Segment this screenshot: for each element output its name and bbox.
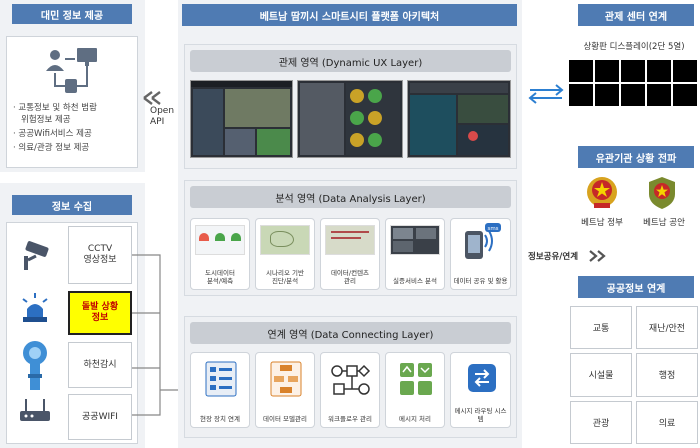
analysis-card-data-sharing-label: 데이터 공유 및 활용 [453,277,508,285]
connect-card-device: 현장 장치 연계 [190,352,250,428]
analysis-card-service-analysis-label: 실증서비스 분석 [393,277,437,285]
water-sensor-icon [23,341,47,390]
connect-card-routing-label: 메시지 라우팅 시스템 [454,407,507,423]
info-sharing-label: 정보공유/연계 [528,252,579,262]
source-incident-label: 돌발 상황 정보 [81,302,119,323]
source-cctv-label: CCTV 영상정보 [83,244,117,265]
control-center-header: 관제 센터 연계 [578,4,694,26]
source-cctv: CCTV 영상정보 [68,226,132,284]
public-data-medical: 의료 [636,400,698,444]
data-model-icon [270,361,302,397]
source-river-label: 하천감시 [83,359,117,370]
public-info-box: · 교통정보 및 하천 범람 위험정보 제공 · 공공Wifi서비스 제공 · … [6,36,138,168]
government-logo-label: 베트남 정부 [581,218,623,228]
public-info-bullet-4: · 의료/관광 정보 제공 [13,143,90,153]
dynamic-ux-title: 관제 영역 (Dynamic UX Layer) [190,50,511,72]
analysis-card-data-management: 데이터/컨텐츠 관리 [320,218,380,290]
public-info-bullet-1: · 교통정보 및 하천 범람 [13,103,97,113]
workflow-icon [331,364,371,395]
connect-card-message: 메시지 처리 [385,352,445,428]
connect-card-device-label: 현장 장치 연계 [199,415,240,423]
smartphone-sms-icon: sms [465,223,501,259]
network-user-icon [46,48,97,93]
connect-card-message-label: 메시지 처리 [399,415,431,423]
government-emblem-icon [587,177,617,208]
analysis-card-forecast: 도시데이터 분석/예측 [190,218,250,290]
connect-card-data-model: 데이터 모델관리 [255,352,315,428]
connect-card-routing: 메시지 라우팅 시스템 [450,352,511,428]
open-api-arrow [143,91,161,105]
wifi-router-icon [20,399,50,421]
analysis-card-forecast-label: 도시데이터 분석/예측 [205,269,235,285]
dashboard-screenshot-1 [190,80,293,158]
analysis-card-data-sharing: sms 데이터 공유 및 활용 [450,218,511,290]
source-river: 하천감시 [68,342,132,388]
architecture-header: 베트남 땀끼시 스마트시티 플랫폼 아키텍처 [182,4,517,26]
public-data-administration: 행정 [636,353,698,397]
alarm-light-icon [22,293,48,322]
analysis-card-scenario: 시나리오 기반 진단/분석 [255,218,315,290]
public-info-bullet-2: 위험정보 제공 [21,115,71,125]
data-collection-header: 정보 수집 [12,195,132,215]
agency-header: 유관기관 상황 전파 [578,146,694,168]
routing-icon [468,364,496,392]
analysis-card-data-management-label: 데이터/컨텐츠 관리 [330,269,370,285]
public-data-facilities: 시설물 [570,353,632,397]
open-api-label: Open API [150,106,175,127]
public-data-header: 공공정보 연계 [578,276,694,298]
public-info-bullet-3: · 공공Wifi서비스 제공 [13,129,92,139]
source-wifi-label: 공공WIFI [82,411,118,422]
device-list-icon [205,361,237,397]
info-sharing-arrow [589,250,606,262]
public-data-grid: 교통 재난/안전 시설물 행정 관광 의료 [570,306,698,444]
public-data-tourism: 관광 [570,400,632,444]
message-processing-icon [400,363,432,395]
data-analysis-title: 분석 영역 (Data Analysis Layer) [190,186,511,208]
dashboard-screenshot-2 [297,80,403,158]
analysis-card-scenario-label: 시나리오 기반 진단/분석 [266,269,304,285]
connect-card-workflow-label: 워크플로우 관리 [328,415,372,423]
display-board-label: 상황판 디스플레이(2단 5열) [583,42,685,52]
display-board [569,60,697,106]
bidirectional-arrow [528,84,564,104]
analysis-card-service-analysis: 실증서비스 분석 [385,218,445,290]
connect-card-data-model-label: 데이터 모델관리 [263,415,307,423]
police-emblem-icon [649,177,675,209]
dashboard-screenshot-3 [407,80,511,158]
cctv-icon [24,241,49,270]
svg-text:sms: sms [487,226,498,232]
connect-card-workflow: 워크플로우 관리 [320,352,380,428]
public-data-disaster: 재난/안전 [636,306,698,350]
police-logo-label: 베트남 공안 [643,218,685,228]
source-wifi: 공공WIFI [68,394,132,440]
public-info-header: 대민 정보 제공 [12,4,132,24]
data-connecting-title: 연계 영역 (Data Connecting Layer) [190,322,511,344]
public-data-traffic: 교통 [570,306,632,350]
source-incident: 돌발 상황 정보 [68,291,132,335]
